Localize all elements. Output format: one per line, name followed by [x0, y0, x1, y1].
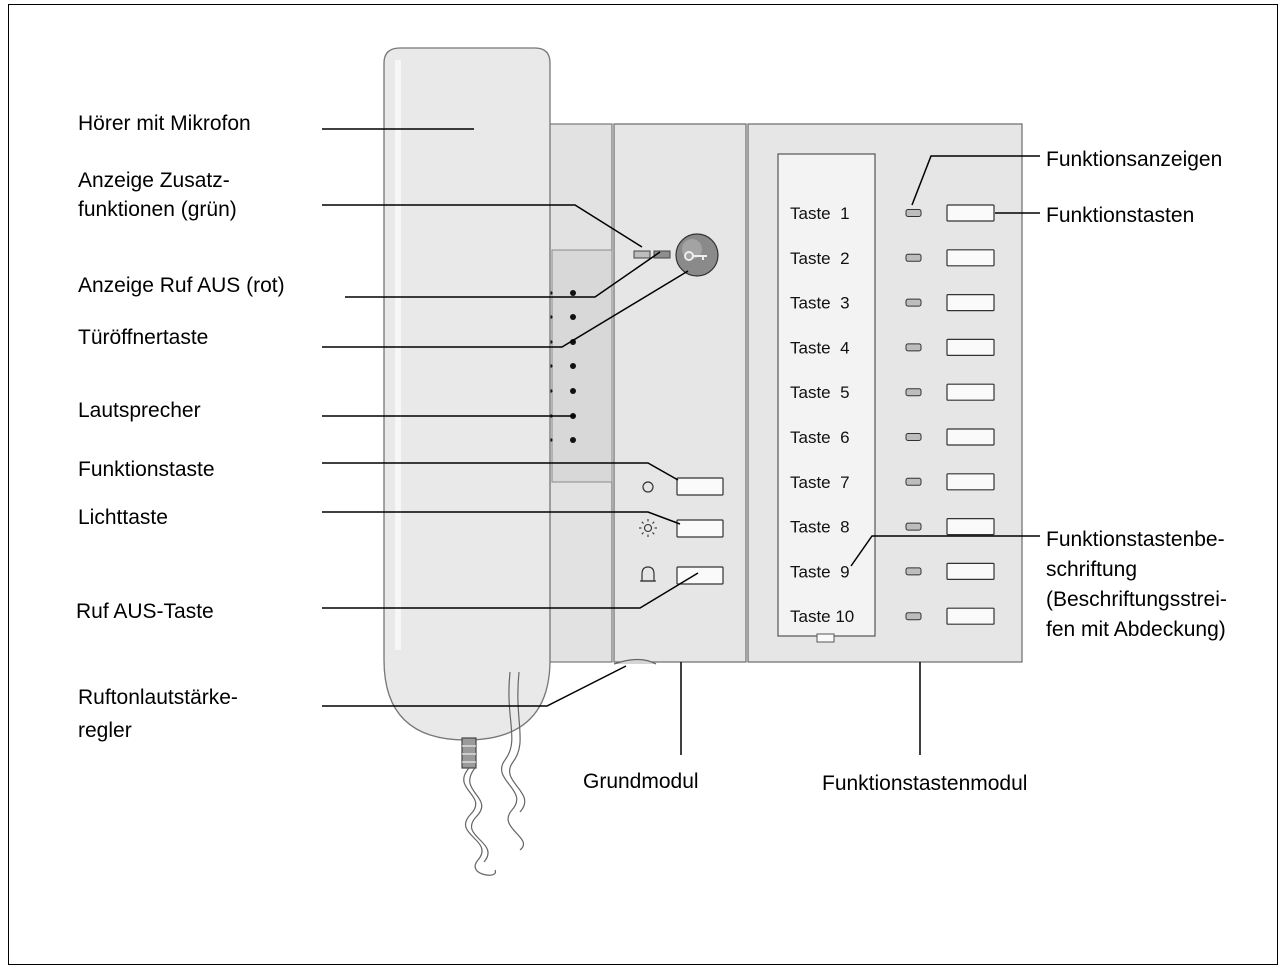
label-tueroeffner: Türöffnertaste — [78, 326, 208, 349]
key-icon — [684, 251, 707, 261]
function-led-1 — [905, 209, 922, 217]
label-strip-cover-tab[interactable] — [816, 633, 835, 643]
label-ruf-aus-taste: Ruf AUS-Taste — [76, 600, 214, 623]
label-grundmodul: Grundmodul — [583, 770, 699, 793]
strip-label-taste-4: Taste 4 — [790, 338, 850, 357]
function-key-button-5[interactable] — [946, 383, 995, 401]
call-off-button[interactable] — [676, 566, 724, 585]
function-key-button-7[interactable] — [946, 473, 995, 491]
label-ruftonregler-2: regler — [78, 719, 132, 742]
label-lautsprecher: Lautsprecher — [78, 399, 201, 422]
function-button[interactable] — [676, 477, 724, 496]
label-zusatzfunktionen-2: funktionen (grün) — [78, 198, 237, 221]
label-beschriftung-4: fen mit Abdeckung) — [1046, 618, 1226, 641]
ringtone-volume-knob[interactable] — [613, 658, 657, 665]
function-key-button-4[interactable] — [946, 338, 995, 356]
function-key-button-3[interactable] — [946, 294, 995, 312]
function-led-7 — [905, 477, 922, 486]
label-beschriftung-1: Funktionstastenbe- — [1046, 528, 1225, 551]
strip-label-taste-3: Taste 3 — [790, 294, 850, 313]
label-ruftonregler-1: Ruftonlautstärke- — [78, 686, 238, 709]
label-ruf-aus-anzeige: Anzeige Ruf AUS (rot) — [78, 274, 285, 297]
function-led-5 — [905, 388, 922, 397]
led-ruf-aus — [653, 250, 671, 259]
diagram-frame — [8, 4, 1278, 965]
label-funktionstastenmodul: Funktionstastenmodul — [822, 772, 1027, 795]
function-key-button-8[interactable] — [946, 517, 995, 536]
function-key-button-9[interactable] — [946, 562, 995, 581]
function-key-button-6[interactable] — [946, 428, 995, 446]
label-zusatzfunktionen-1: Anzeige Zusatz- — [78, 169, 230, 192]
strip-label-taste-1: Taste 1 — [790, 204, 850, 223]
strip-label-taste-10: Taste 10 — [790, 607, 854, 626]
function-led-10 — [905, 612, 922, 621]
function-led-2 — [905, 253, 922, 262]
leader-lines — [322, 128, 1040, 755]
circle-icon — [642, 481, 654, 493]
label-funktionstasten: Funktionstasten — [1046, 204, 1194, 227]
strip-label-taste-6: Taste 6 — [790, 428, 850, 447]
function-led-6 — [905, 433, 922, 441]
function-key-button-10[interactable] — [946, 607, 995, 625]
bell-icon — [640, 566, 656, 582]
label-funktionstaste: Funktionstaste — [78, 458, 215, 481]
label-beschriftung-3: (Beschriftungsstrei- — [1046, 588, 1227, 611]
strip-label-taste-2: Taste 2 — [790, 249, 850, 268]
function-led-9 — [905, 567, 922, 576]
strip-label-taste-8: Taste 8 — [790, 518, 850, 537]
light-button[interactable] — [676, 519, 724, 538]
strip-label-taste-9: Taste 9 — [790, 562, 850, 581]
label-funktionsanzeigen: Funktionsanzeigen — [1046, 148, 1222, 171]
function-led-3 — [905, 298, 922, 307]
strip-label-taste-5: Taste 5 — [790, 383, 850, 402]
label-lichttaste: Lichttaste — [78, 506, 168, 529]
label-hoerer: Hörer mit Mikrofon — [78, 112, 251, 135]
handset-cord — [461, 671, 526, 876]
led-zusatzfunktionen — [633, 250, 651, 259]
function-key-button-1[interactable] — [946, 204, 995, 222]
function-led-4 — [905, 343, 922, 352]
function-led-8 — [905, 522, 922, 531]
function-key-button-2[interactable] — [946, 249, 995, 267]
strip-label-taste-7: Taste 7 — [790, 473, 850, 492]
handset[interactable] — [383, 47, 551, 741]
label-beschriftung-2: schriftung — [1046, 558, 1137, 581]
speaker-recess — [551, 249, 613, 483]
sun-icon — [639, 519, 657, 537]
